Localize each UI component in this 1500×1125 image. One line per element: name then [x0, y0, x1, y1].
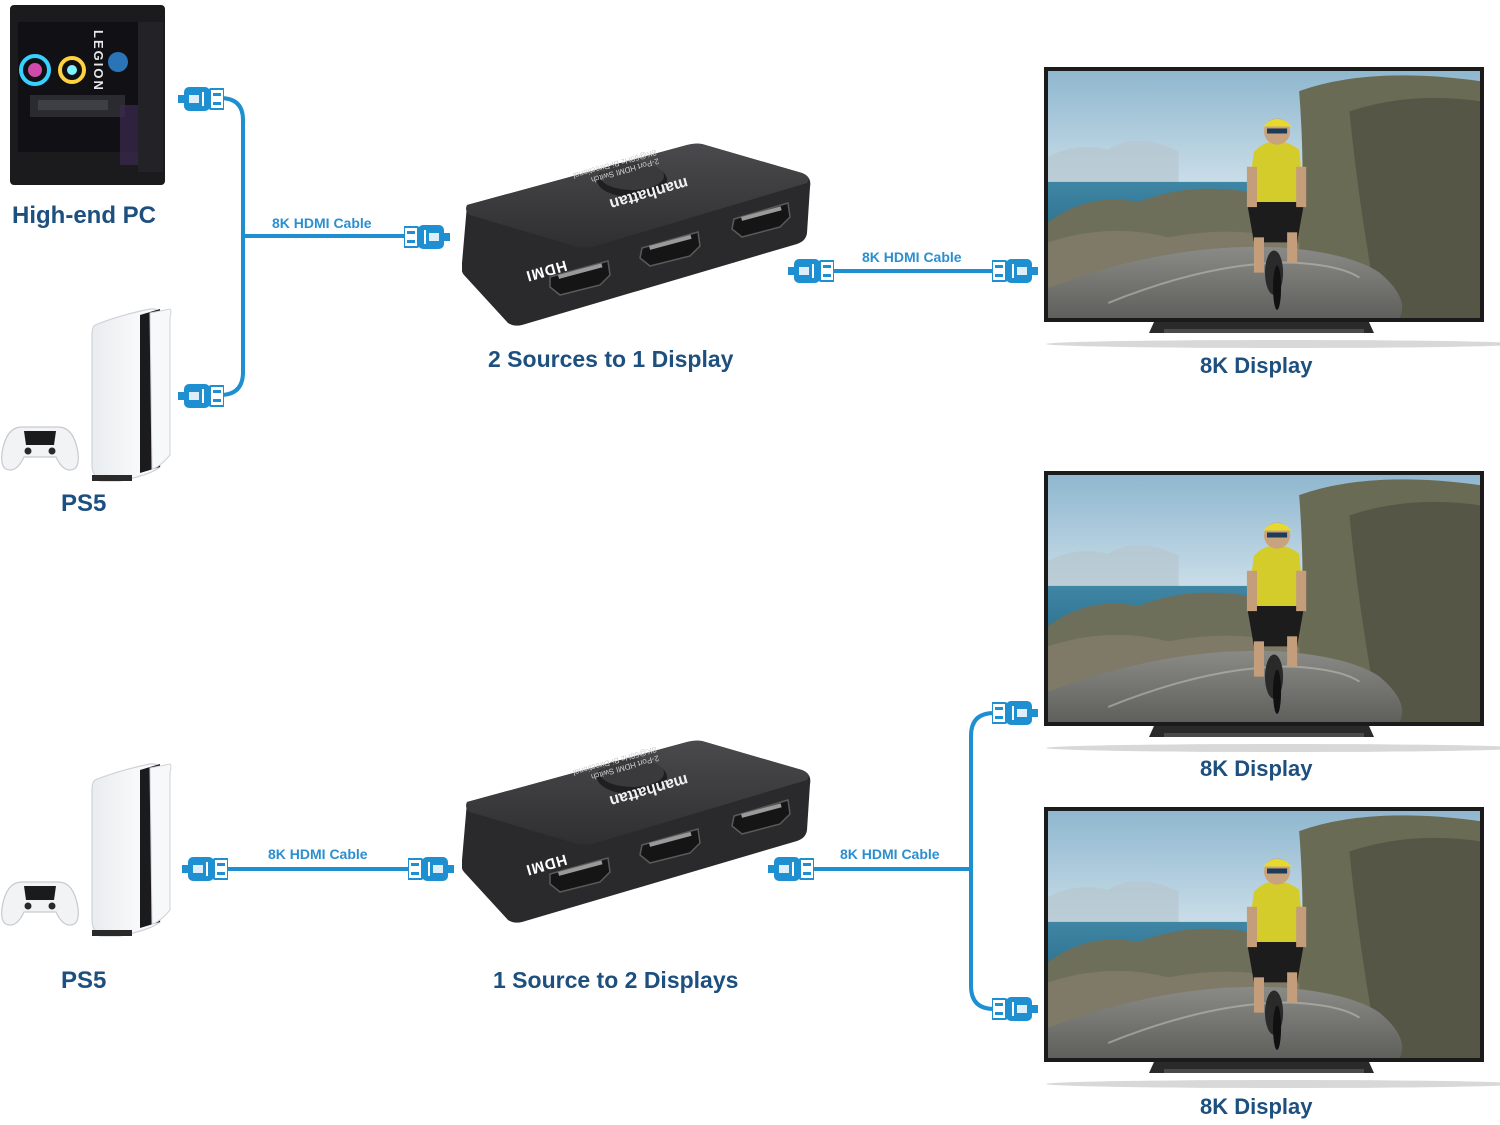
tv-8k-display-bottom-1	[1044, 471, 1500, 752]
pc-brand-text: LEGION	[91, 30, 106, 92]
label-display-bottom-1: 8K Display	[1200, 756, 1313, 781]
tv-8k-display-top	[1044, 67, 1500, 348]
label-cable-bottom-in: 8K HDMI Cable	[268, 846, 368, 862]
label-cable-top-in: 8K HDMI Cable	[272, 215, 372, 231]
hdmi-plug-icon	[178, 383, 224, 409]
label-mode-top: 2 Sources to 1 Display	[488, 346, 734, 372]
label-ps5-top: PS5	[61, 490, 107, 517]
gaming-pc-tower	[10, 5, 165, 185]
hdmi-plug-icon	[408, 856, 454, 882]
hdmi-plug-icon	[992, 996, 1038, 1022]
hdmi-plug-icon	[182, 856, 228, 882]
label-cable-top-out: 8K HDMI Cable	[862, 249, 962, 265]
hdmi-plug-icon	[788, 258, 834, 284]
tv-8k-display-bottom-2	[1044, 807, 1500, 1088]
hdmi-plug-icon	[178, 86, 224, 112]
label-cable-bottom-out: 8K HDMI Cable	[840, 846, 940, 862]
hdmi-plug-icon	[992, 700, 1038, 726]
label-mode-bottom: 1 Source to 2 Displays	[493, 967, 739, 993]
ps5-console-top	[1, 308, 172, 482]
ps5-console-bottom	[1, 763, 172, 937]
hdmi-plug-icon	[992, 258, 1038, 284]
label-display-bottom-2: 8K Display	[1200, 1094, 1313, 1119]
label-ps5-bottom: PS5	[61, 967, 107, 994]
hdmi-plug-icon	[768, 856, 814, 882]
label-high-end-pc: High-end PC	[12, 202, 156, 229]
label-display-top: 8K Display	[1200, 353, 1313, 378]
hdmi-plug-icon	[404, 224, 450, 250]
